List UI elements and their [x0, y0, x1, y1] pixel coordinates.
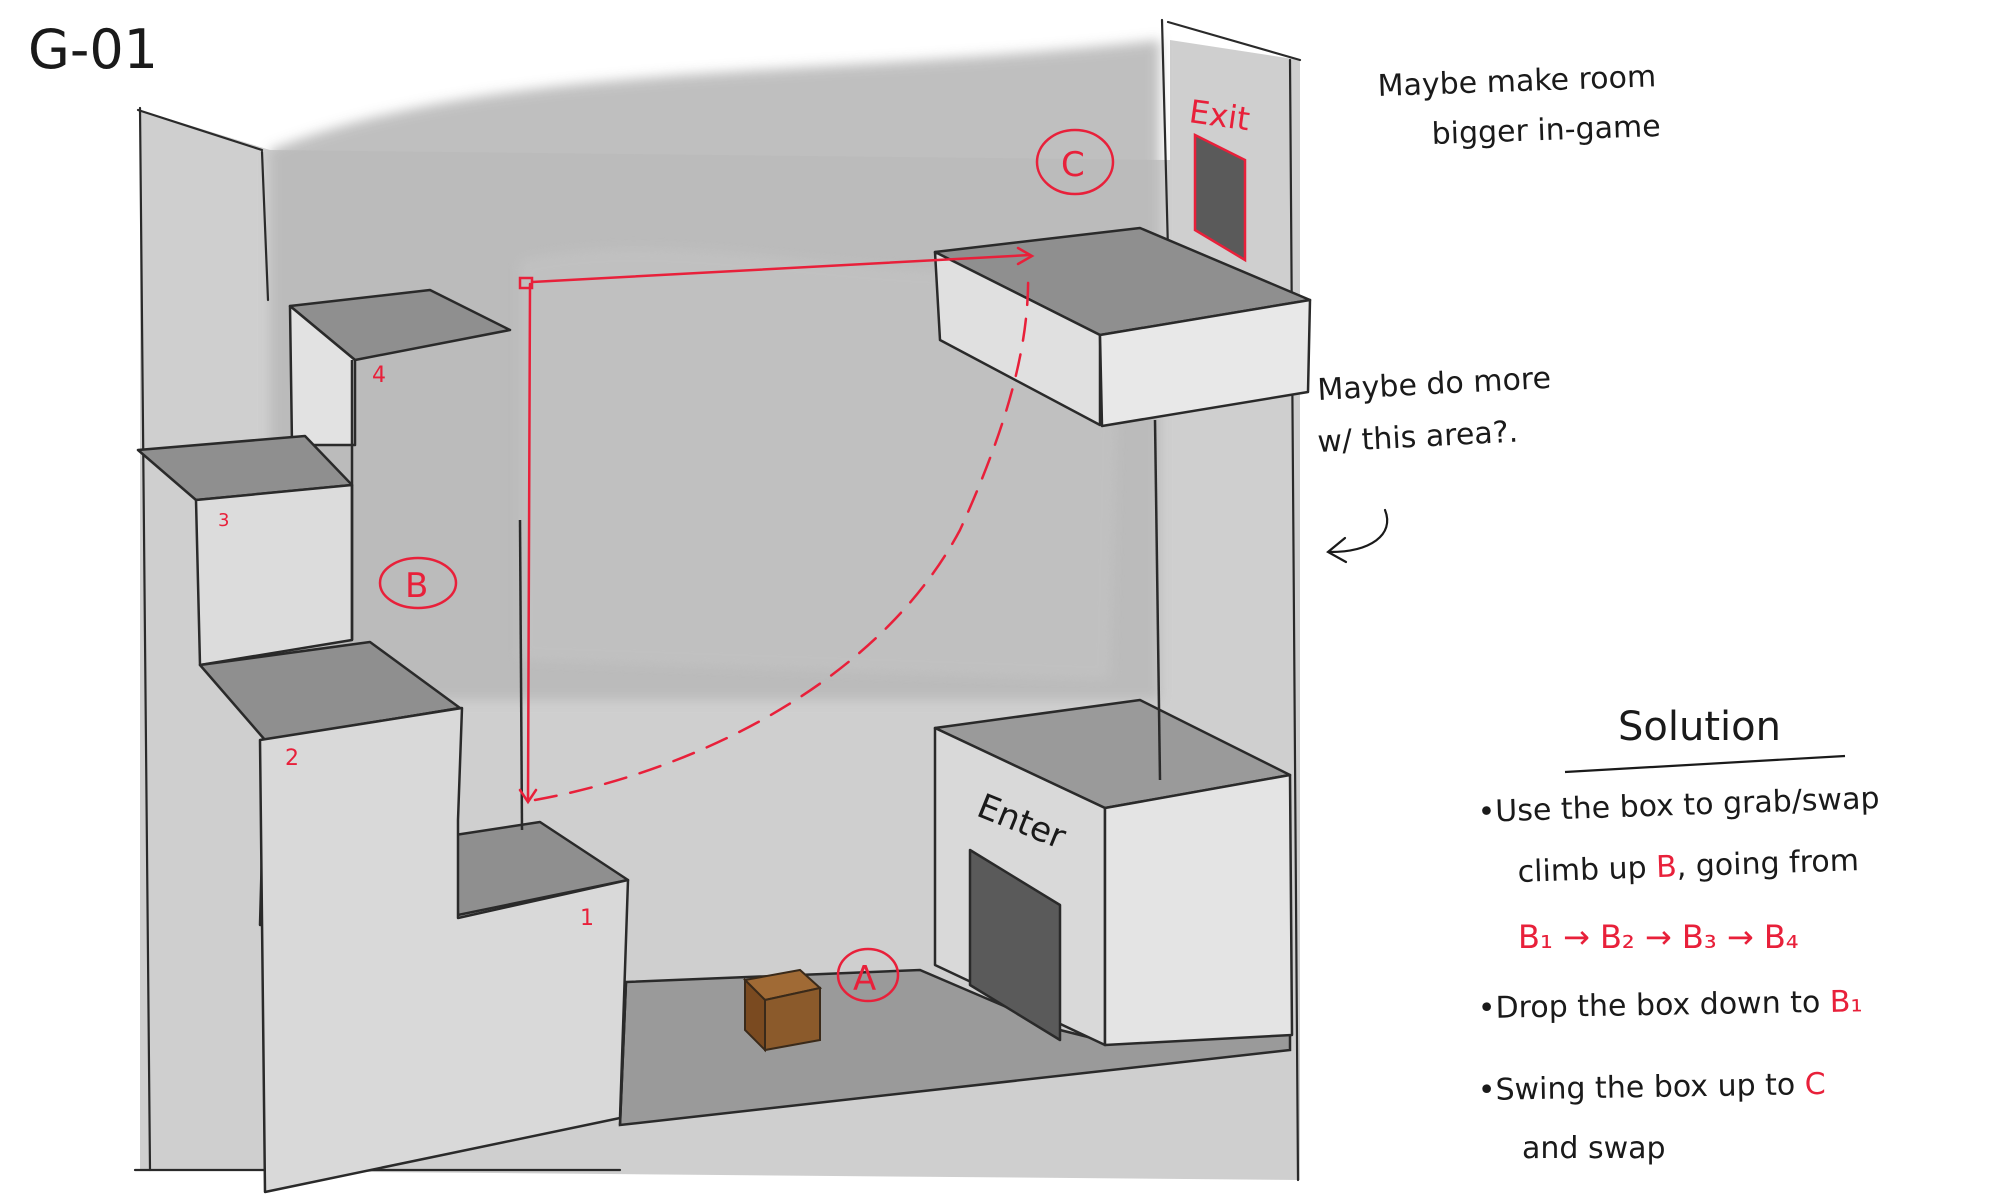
marker-a-text: A — [853, 959, 876, 999]
note-side-line1: Maybe do more — [1317, 361, 1552, 408]
solution-underline — [1564, 754, 1846, 774]
step-2-label: 2 — [285, 746, 299, 771]
note-top-line2: bigger in-game — [1431, 109, 1661, 152]
note-top-line1: Maybe make room — [1377, 59, 1657, 104]
enter-block — [933, 698, 1294, 1047]
note-side-line2: w/ this area?. — [1317, 415, 1519, 460]
solution-step1-sequence: B₁ → B₂ → B₃ → B₄ — [1518, 918, 1799, 956]
solution-step3-line2: and swap — [1522, 1131, 1666, 1166]
solution-step1-line2: climb up B, going from — [1517, 843, 1859, 890]
step-1-label: 1 — [580, 906, 594, 931]
marker-c: C — [1035, 128, 1115, 196]
solution-step3-line1: •Swing the box up to C — [1478, 1067, 1826, 1108]
box — [742, 968, 823, 1053]
side-note-arrow — [1326, 508, 1389, 564]
wall-outline — [133, 18, 1302, 1182]
marker-b: B — [378, 556, 458, 610]
step-4-label: 4 — [372, 363, 386, 388]
solution-heading: Solution — [1618, 704, 1781, 750]
exit-label: Exit — [1187, 92, 1252, 138]
solution-step2: •Drop the box down to B₁ — [1478, 984, 1863, 1026]
step-3-label: 3 — [218, 510, 229, 531]
left-stair-blocks — [136, 288, 630, 1194]
marker-b-text: B — [405, 566, 428, 606]
swing-path — [518, 246, 1035, 805]
solution-step1-line1: •Use the box to grab/swap — [1477, 781, 1880, 830]
sheet-id: G-01 — [28, 18, 158, 81]
marker-c-text: C — [1061, 145, 1085, 185]
marker-a: A — [836, 947, 900, 1003]
solution-block: Solution •Use the box to grab/swap climb… — [1477, 704, 1880, 1166]
exit-door: Exit — [1187, 92, 1252, 263]
